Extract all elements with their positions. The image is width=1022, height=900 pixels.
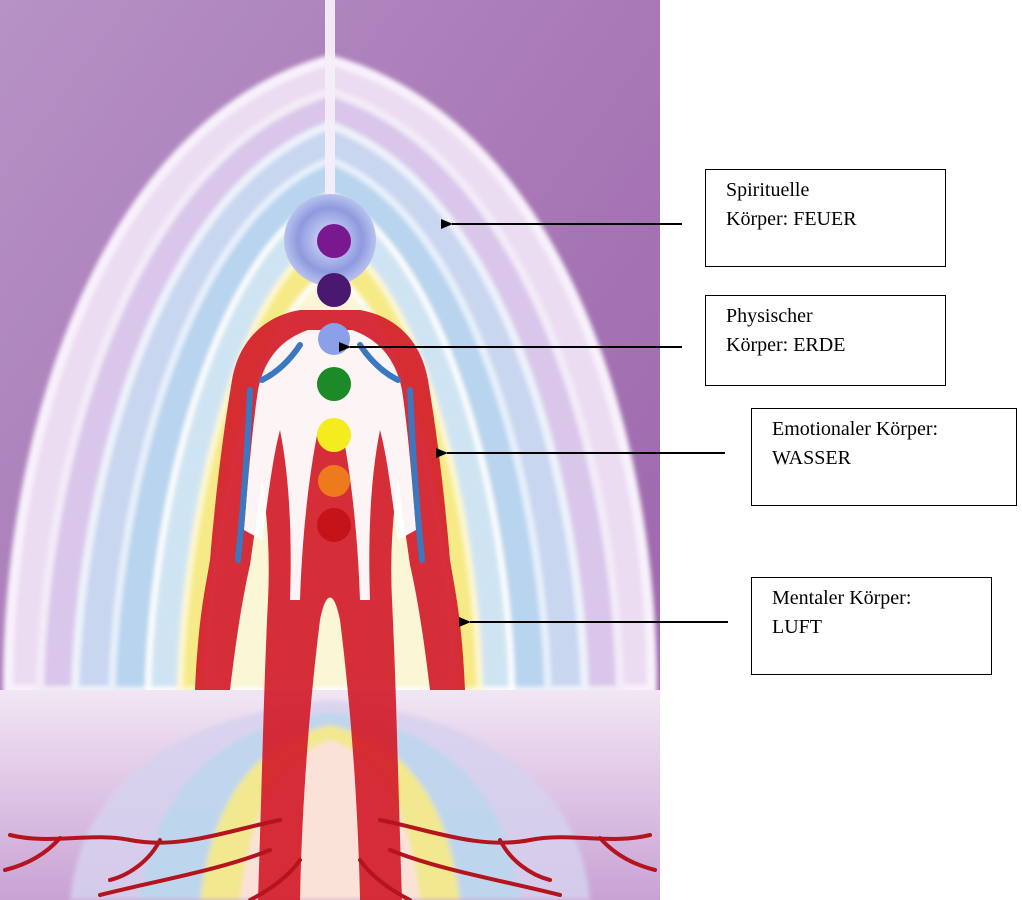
- label-line-2: WASSER: [772, 444, 1006, 473]
- label-physischer-koerper: Physischer Körper: ERDE: [705, 295, 946, 386]
- label-line-2: Körper: FEUER: [726, 205, 935, 234]
- label-line-1: Mentaler Körper:: [772, 584, 981, 613]
- label-line-1: Physischer: [726, 302, 935, 331]
- label-line-2: Körper: ERDE: [726, 331, 935, 360]
- label-spirituelle-koerper: Spirituelle Körper: FEUER: [705, 169, 946, 267]
- label-line-1: Emotionaler Körper:: [772, 415, 1006, 444]
- label-mentaler-koerper: Mentaler Körper: LUFT: [751, 577, 992, 675]
- label-emotionaler-koerper: Emotionaler Körper: WASSER: [751, 408, 1017, 506]
- label-line-1: Spirituelle: [726, 176, 935, 205]
- label-line-2: LUFT: [772, 613, 981, 642]
